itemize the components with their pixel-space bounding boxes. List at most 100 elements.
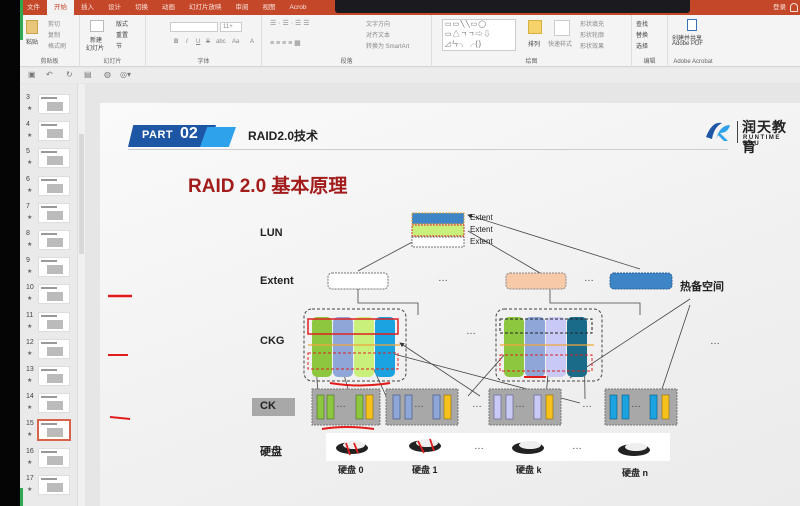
underline-button[interactable]: U — [196, 39, 201, 45]
pdf-icon[interactable] — [687, 19, 697, 31]
align-text-button[interactable]: 对齐文本 — [366, 33, 391, 39]
new-slide-button-label[interactable]: 幻灯片 — [86, 46, 105, 52]
tab-acrobat[interactable]: Acrob — [289, 4, 307, 11]
disk-icons — [336, 438, 650, 456]
tab-animations[interactable]: 动画 — [162, 4, 175, 11]
customize-icon[interactable]: ◎▾ — [120, 70, 131, 79]
slide-thumbnail[interactable]: 16★ — [24, 447, 76, 474]
slide-thumbnail[interactable]: 4★ — [24, 121, 76, 147]
animation-star-icon: ★ — [27, 214, 33, 221]
layout-button[interactable]: 版式 — [116, 22, 129, 28]
slide-thumbnail[interactable]: 15★ — [24, 419, 76, 446]
slide-preview[interactable] — [38, 366, 70, 386]
slide-preview[interactable] — [38, 474, 70, 495]
strikethrough-button[interactable]: S — [206, 39, 211, 45]
shape-fill-button[interactable]: 形状填充 — [580, 22, 605, 28]
scrollbar-thumb[interactable] — [79, 134, 84, 254]
new-slide-button[interactable]: 新建 — [90, 38, 103, 44]
tab-insert[interactable]: 插入 — [81, 4, 94, 11]
slide-preview[interactable] — [38, 202, 70, 223]
bullets-button[interactable]: ☰ · ☰ · ☰ ☰ — [270, 20, 310, 27]
slide-thumbnail[interactable]: 17★ — [24, 474, 76, 501]
slide-preview[interactable] — [38, 148, 70, 169]
tab-home[interactable]: 开始 — [47, 0, 74, 15]
slide-thumbnail[interactable]: 14★ — [24, 393, 76, 419]
ckg-group-2 — [495, 308, 603, 382]
slide-thumbnail[interactable]: 8★ — [24, 230, 76, 256]
cut-button[interactable]: 剪切 — [48, 22, 61, 28]
bold-button[interactable]: B — [174, 39, 179, 45]
create-pdf-button[interactable]: 创建并共享 — [672, 36, 703, 42]
slide-thumbnail[interactable]: 13★ — [24, 366, 76, 392]
slide-thumbnail[interactable]: 9★ — [24, 257, 76, 283]
select-button[interactable]: 选择 — [636, 44, 649, 50]
thumbnail-scrollbar[interactable] — [77, 84, 85, 506]
touch-mode-icon[interactable]: ◍ — [104, 70, 111, 79]
arrange-icon[interactable] — [528, 20, 542, 34]
char-spacing-button[interactable]: abc — [216, 39, 226, 45]
convert-smartart-button[interactable]: 转换为 SmartArt — [366, 44, 410, 50]
slide-thumbnail[interactable]: 5★ — [24, 148, 76, 174]
slide-preview[interactable] — [38, 311, 70, 332]
shape-outline-button[interactable]: 形状轮廓 — [580, 33, 605, 39]
animation-star-icon: ★ — [27, 296, 33, 303]
text-direction-button[interactable]: 文字方向 — [366, 22, 391, 28]
save-icon[interactable]: ▣ — [28, 70, 36, 79]
hot-spare-label: 热备空间 — [680, 281, 724, 293]
present-icon[interactable]: ▤ — [84, 70, 92, 79]
font-color-button[interactable]: A — [250, 39, 255, 45]
tab-review[interactable]: 审阅 — [235, 4, 249, 11]
animation-star-icon: ★ — [27, 187, 33, 194]
slide-preview[interactable] — [38, 121, 70, 142]
slide-thumbnail[interactable]: 10★ — [24, 284, 76, 310]
slide-preview[interactable] — [37, 419, 71, 442]
tab-view[interactable]: 视图 — [262, 4, 276, 11]
slide-preview[interactable] — [38, 175, 70, 196]
slide-thumbnail[interactable]: 11★ — [24, 311, 76, 338]
section-button[interactable]: 节 — [116, 44, 123, 50]
shapes-gallery[interactable]: ▭▭╲╲▭◯▭△ㄱㄱ⇨⇩◿ㄣ╮╭{} — [442, 19, 516, 51]
quick-styles-icon[interactable] — [554, 20, 570, 36]
tab-slideshow[interactable]: 幻灯片放映 — [189, 4, 222, 11]
undo-icon[interactable]: ↶ — [46, 70, 53, 79]
login-link[interactable]: 登录 — [773, 4, 786, 11]
shape-effects-button[interactable]: 形状效果 — [580, 44, 605, 50]
quick-styles-button[interactable]: 快速样式 — [548, 42, 573, 48]
paste-button[interactable]: 粘贴 — [26, 40, 39, 46]
slide-preview[interactable] — [38, 447, 70, 468]
redo-icon[interactable]: ↻ — [66, 70, 73, 79]
slide-thumbnail[interactable]: 12★ — [24, 338, 76, 365]
align-buttons[interactable]: ≡ ≡ ≡ ≡ ▦ — [270, 40, 301, 47]
italic-button[interactable]: I — [186, 39, 188, 45]
disk-label: 硬盘 n — [622, 468, 648, 478]
reset-button[interactable]: 重置 — [116, 33, 129, 39]
tab-transitions[interactable]: 切换 — [135, 4, 148, 11]
font-group: 11+ B I U S abc Aa A 字体 — [146, 15, 262, 67]
paste-icon[interactable] — [26, 20, 38, 34]
slide-thumbnail[interactable]: 6★ — [24, 175, 76, 202]
slide-preview[interactable] — [38, 393, 70, 414]
create-pdf-button-label[interactable]: Adobe PDF — [672, 41, 704, 47]
animation-star-icon: ★ — [27, 323, 33, 330]
slide-preview[interactable] — [38, 94, 70, 114]
replace-button[interactable]: 替换 — [636, 33, 649, 39]
change-case-button[interactable]: Aa — [232, 39, 240, 45]
find-button[interactable]: 查找 — [636, 22, 649, 28]
slide-preview[interactable] — [38, 338, 70, 359]
tab-design[interactable]: 设计 — [108, 4, 121, 11]
tab-file[interactable]: 文件 — [27, 4, 40, 11]
new-slide-icon[interactable] — [90, 20, 104, 32]
font-size-input[interactable]: 11+ — [220, 22, 242, 32]
slide-canvas[interactable]: PART 02 RAID2.0技术 润天教育 RUNTIME EDU RAID … — [100, 103, 800, 506]
user-icon[interactable] — [790, 3, 798, 12]
slide-thumbnail[interactable]: 7★ — [24, 202, 76, 229]
format-painter-button[interactable]: 格式刷 — [48, 44, 67, 50]
copy-button[interactable]: 复制 — [48, 33, 61, 39]
slide-thumbnail[interactable]: 3★ — [24, 94, 76, 120]
slide-preview[interactable] — [38, 284, 70, 305]
arrange-button[interactable]: 排列 — [528, 42, 541, 48]
slide-preview[interactable] — [38, 230, 70, 250]
slide-preview[interactable] — [38, 257, 70, 278]
ellipsis: … — [414, 399, 424, 410]
font-name-input[interactable] — [170, 22, 218, 32]
